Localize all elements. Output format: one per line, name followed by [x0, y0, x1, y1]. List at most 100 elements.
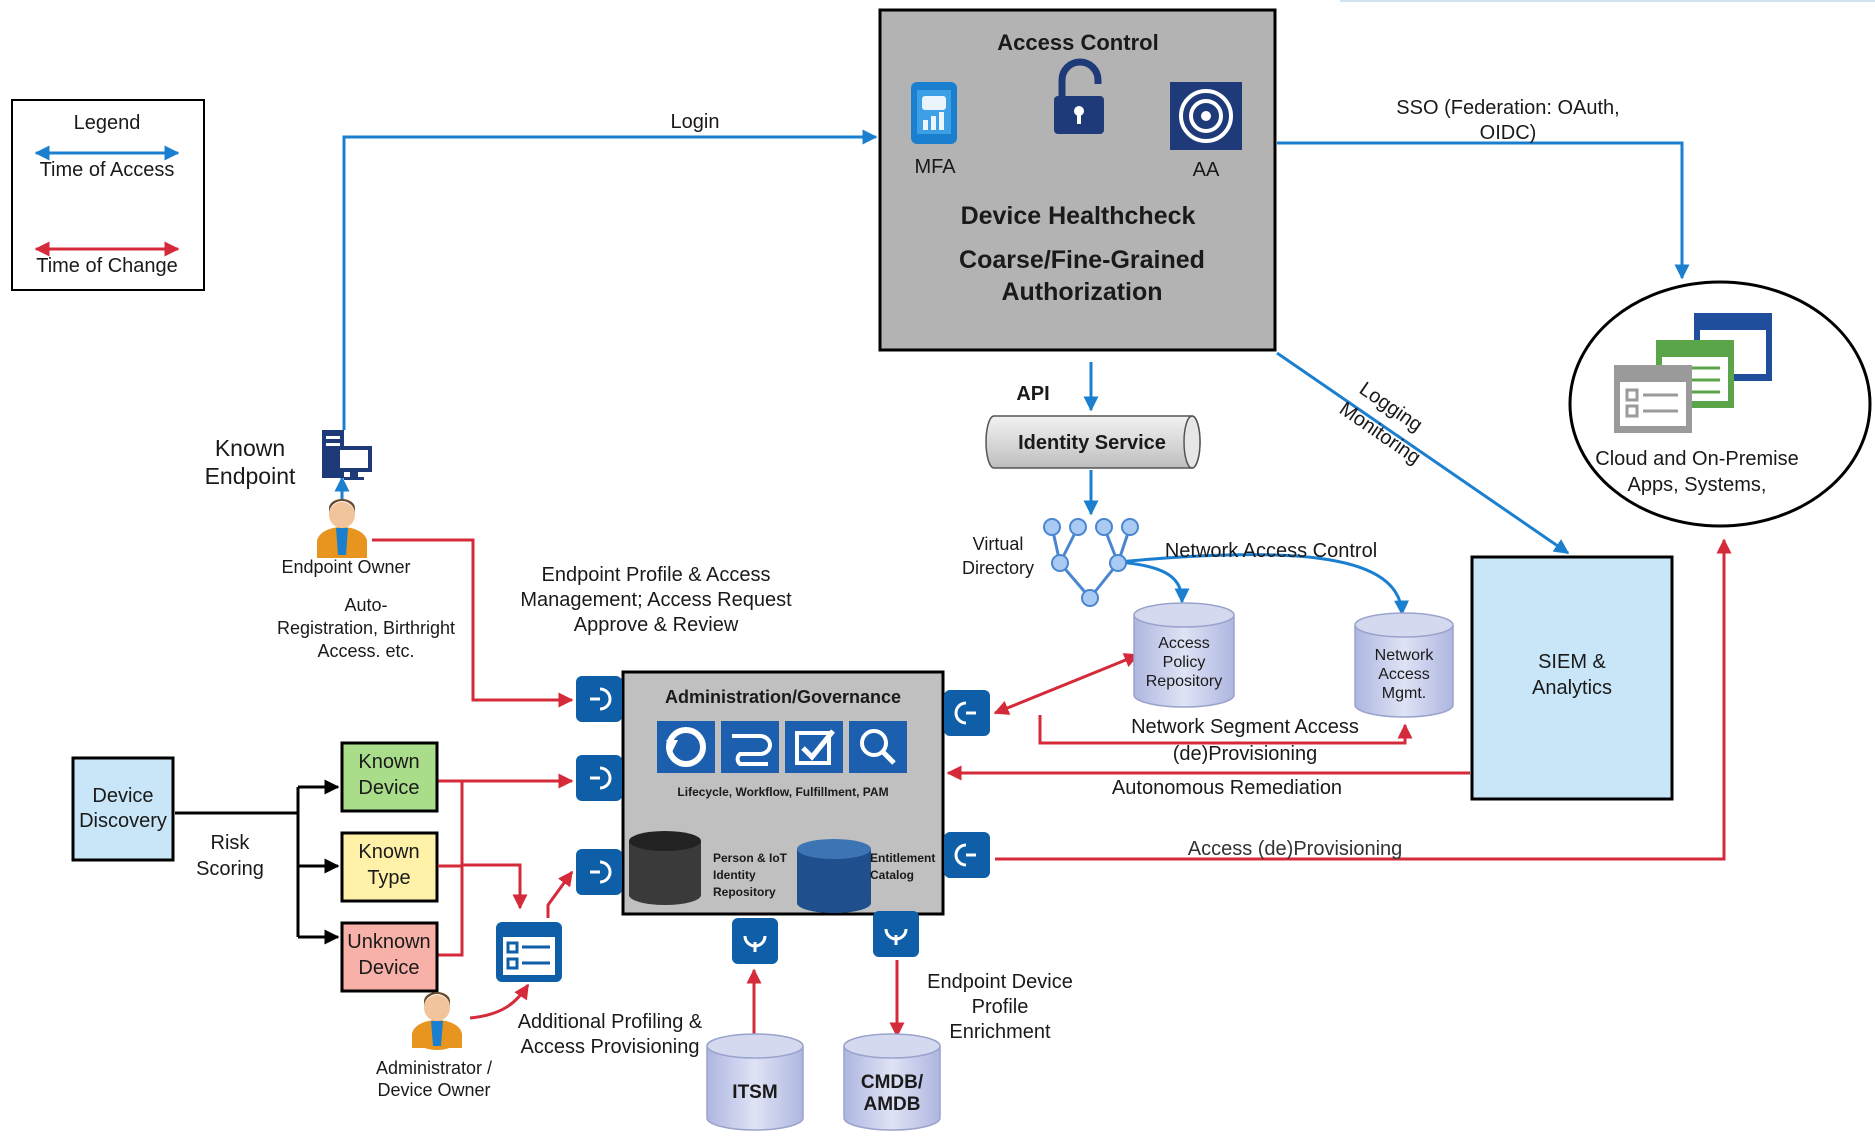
auto-reg-label-1: Auto- — [344, 595, 387, 615]
access-edges: Login SSO (Federation: OAuth, OIDC) API … — [334, 97, 1690, 616]
siem-label-1: SIEM & — [1538, 651, 1606, 673]
computer-icon — [322, 430, 372, 480]
person-repo-label-2: Identity — [713, 868, 756, 882]
admin-owner-label-2: Device Owner — [377, 1080, 490, 1100]
known-type: Known Type — [340, 831, 439, 903]
aa-label: AA — [1193, 159, 1220, 181]
cmdb-label-2: AMDB — [864, 1094, 921, 1115]
edge-known-to-form — [438, 779, 528, 910]
apr-label-1: Access — [1158, 635, 1210, 652]
cycle-icon — [657, 721, 715, 773]
device-discovery-label-1: Device — [92, 785, 153, 807]
edge-sso-label-2: OIDC) — [1480, 122, 1537, 144]
profile-label-2: Management; Access Request — [520, 589, 792, 611]
identity-service: Identity Service — [985, 415, 1201, 469]
profile-label-1: Endpoint Profile & Access — [541, 564, 770, 586]
entitlement-label-1: Entitlement — [870, 851, 935, 865]
person-repo-label-1: Person & IoT — [713, 851, 788, 865]
person-icon — [412, 992, 462, 1050]
legend-title: Legend — [74, 112, 141, 134]
known-type-label-1: Known — [358, 841, 419, 863]
workflow-icon — [721, 721, 779, 773]
admin-owner-label-1: Administrator / — [376, 1058, 492, 1078]
nam-label-2: Access — [1378, 666, 1430, 683]
nam-label-1: Network — [1375, 647, 1435, 664]
access-control-line2: Coarse/Fine-Grained — [959, 246, 1205, 274]
edge-unknown-to-form — [438, 865, 464, 957]
edge-login — [342, 129, 878, 430]
nam-label-3: Mgmt. — [1382, 685, 1426, 702]
tree-icon — [1043, 518, 1139, 607]
unknown-device-label-2: Device — [358, 957, 419, 979]
discovery-edges — [175, 779, 340, 945]
risk-label-1: Risk — [211, 832, 251, 854]
tablet-chart-icon — [911, 82, 957, 144]
edge-logging-monitoring — [1276, 351, 1570, 555]
connector-icon — [576, 676, 622, 722]
target-icon — [1170, 82, 1242, 150]
legend-time-of-change: Time of Change — [36, 255, 178, 277]
edge-api-label: API — [1016, 383, 1049, 405]
edge-network-segment — [1038, 715, 1413, 745]
legend-time-of-access: Time of Access — [40, 159, 175, 181]
access-policy-repository: Access Policy Repository — [1133, 602, 1235, 708]
edge-access-provisioning — [995, 538, 1732, 861]
edge-login-label: Login — [671, 111, 720, 133]
cloud-apps-label-2: Apps, Systems, — [1628, 474, 1767, 496]
endpoint-owner-label: Endpoint Owner — [281, 557, 410, 577]
mfa-label: MFA — [914, 156, 956, 178]
connectors — [576, 676, 990, 964]
cmdb: CMDB/ AMDB — [843, 1033, 941, 1131]
search-icon — [849, 721, 907, 773]
unknown-device: Unknown Device — [340, 921, 439, 993]
edge-owner-to-form — [469, 983, 530, 1020]
connector-icon — [944, 832, 990, 878]
additional-label-1: Additional Profiling & — [518, 1011, 703, 1033]
known-endpoint-label-1: Known — [215, 435, 285, 461]
person-repo-label-3: Repository — [713, 885, 776, 899]
legend: Legend Time of Access Time of Change — [11, 99, 205, 291]
enrich-label-2: Profile — [972, 996, 1029, 1018]
siem-label-2: Analytics — [1532, 677, 1612, 699]
risk-label-2: Scoring — [196, 858, 264, 880]
edge-nsa-label-1: Network Segment Access — [1131, 716, 1359, 738]
connector-icon — [732, 918, 778, 964]
enrich-label-1: Endpoint Device — [927, 971, 1073, 993]
admin-caption: Lifecycle, Workflow, Fulfillment, PAM — [677, 785, 888, 799]
virtual-directory-label-2: Directory — [962, 558, 1034, 578]
known-endpoint-label-2: Endpoint — [205, 463, 296, 489]
auto-reg-label-3: Access. etc. — [317, 641, 414, 661]
database-icon — [797, 839, 871, 913]
itsm-label: ITSM — [732, 1082, 777, 1103]
edge-directory-to-nam — [1117, 553, 1410, 616]
cloud-apps-icon — [1614, 313, 1772, 433]
cloud-apps: Cloud and On-Premise Apps, Systems, — [1568, 280, 1872, 528]
entitlement-label-2: Catalog — [870, 868, 914, 882]
connector-icon — [576, 755, 622, 801]
checkbox-icon — [785, 721, 843, 773]
apr-label-3: Repository — [1146, 673, 1222, 690]
access-control-title: Access Control — [997, 30, 1158, 55]
access-control-line3: Authorization — [1001, 278, 1162, 306]
known-type-label-2: Type — [367, 867, 410, 889]
connector-icon — [873, 911, 919, 957]
access-control-line1: Device Healthcheck — [961, 202, 1196, 230]
admin-governance-box: Administration/Governance Lifecycle, Wor… — [621, 670, 945, 916]
admin-title: Administration/Governance — [665, 687, 901, 707]
edge-nac-label: Network Access Control — [1165, 540, 1377, 562]
apr-label-2: Policy — [1163, 654, 1206, 671]
edge-sso-label-1: SSO (Federation: OAuth, — [1396, 97, 1619, 119]
virtual-directory-label-1: Virtual — [973, 534, 1024, 554]
access-control-box: Access Control MFA AA Device Healthcheck… — [878, 8, 1277, 352]
connector-icon — [576, 849, 622, 895]
auto-reg-label-2: Registration, Birthright — [277, 618, 455, 638]
padlock-icon — [1054, 58, 1104, 134]
edge-auto-registration — [372, 538, 574, 708]
change-edges: Network Segment Access (de)Provisioning … — [372, 538, 1732, 1038]
device-discovery-label-2: Discovery — [79, 810, 167, 832]
siem-analytics: SIEM & Analytics — [1470, 555, 1674, 801]
network-access-mgmt: Network Access Mgmt. — [1354, 612, 1454, 718]
cmdb-label-1: CMDB/ — [861, 1072, 924, 1093]
known-device-label-1: Known — [358, 751, 419, 773]
